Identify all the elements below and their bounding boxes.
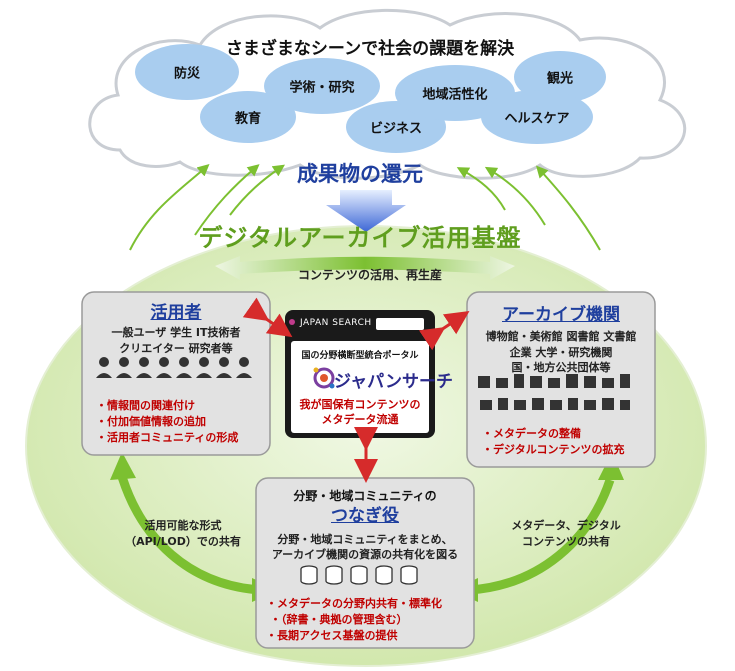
rise-arrow-1 bbox=[129, 164, 210, 251]
tsunagi-supertitle: 分野・地域コミュニティの bbox=[293, 489, 437, 503]
users-item: 付加価値情報の追加 bbox=[96, 414, 238, 430]
japan-search-name: ジャパンサーチ bbox=[334, 372, 453, 392]
archives-item: デジタルコンテンツの拡充 bbox=[482, 442, 625, 458]
right-share-label-line: コンテンツの共有 bbox=[522, 535, 610, 548]
scene-bubble bbox=[200, 91, 296, 143]
scene-bubble-label: ビジネス bbox=[369, 121, 423, 137]
reuse-ribbon-arrow bbox=[215, 256, 515, 280]
tsunagi-item: 長期アクセス基盤の提供 bbox=[266, 628, 442, 644]
return-label: 成果物の還元 bbox=[297, 162, 423, 186]
right-share-arrow bbox=[469, 478, 615, 595]
archive-item-icons bbox=[478, 374, 630, 410]
reuse-label: コンテンツの活用、再生産 bbox=[297, 268, 442, 282]
tsunagi-desc: 分野・地域コミュニティをまとめ、 アーカイブ機関の資源の共有化を図る bbox=[262, 532, 468, 562]
scene-bubble-label: ヘルスケア bbox=[504, 111, 570, 127]
archives-box bbox=[466, 291, 656, 468]
users-item: 活用者コミュニティの形成 bbox=[96, 430, 238, 446]
japan-search-desc-line: 我が国保有コンテンツの bbox=[299, 398, 421, 411]
archives-line-1: 博物館・美術館 図書館 文書館 bbox=[485, 330, 637, 343]
link-js-archives bbox=[418, 311, 470, 351]
users-line-1: 一般ユーザ 学生 IT技術者 bbox=[111, 326, 241, 339]
japan-search-brand: JAPAN SEARCH bbox=[300, 318, 372, 328]
archives-items: メタデータの整備 デジタルコンテンツの拡充 bbox=[482, 426, 625, 458]
japan-search-desc-line: メタデータ流通 bbox=[321, 413, 399, 426]
scene-bubble-label: 観光 bbox=[546, 71, 574, 87]
rise-arrow-5 bbox=[484, 166, 546, 226]
scene-bubble bbox=[135, 44, 239, 100]
scene-bubble bbox=[481, 90, 593, 144]
rise-arrow-4 bbox=[456, 167, 506, 211]
return-arrow bbox=[326, 190, 406, 232]
archives-line-2: 企業 大学・研究機関 bbox=[509, 346, 613, 359]
rise-arrow-3 bbox=[229, 164, 285, 216]
left-share-label-line: （API/LOD）での共有 bbox=[125, 535, 241, 548]
right-share-label: メタデータ、デジタル コンテンツの共有 bbox=[496, 518, 636, 550]
tsunagi-items: メタデータの分野内共有・標準化 （辞書・典拠の管理含む） 長期アクセス基盤の提供 bbox=[266, 596, 442, 644]
right-share-label-line: メタデータ、デジタル bbox=[511, 519, 621, 532]
scene-bubble-label: 防災 bbox=[173, 66, 201, 82]
rise-arrow-6 bbox=[535, 165, 601, 251]
users-line-2: クリエイター 研究者等 bbox=[119, 342, 233, 355]
database-icons bbox=[300, 565, 418, 585]
platform-title: デジタルアーカイブ活用基盤 bbox=[198, 224, 522, 252]
tsunagi-desc-line: アーカイブ機関の資源の共有化を図る bbox=[271, 548, 459, 561]
tsunagi-desc-line: 分野・地域コミュニティをまとめ、 bbox=[277, 533, 453, 546]
scene-bubble-label: 教育 bbox=[234, 111, 262, 127]
archives-title: アーカイブ機関 bbox=[502, 305, 620, 325]
tsunagi-item: （辞書・典拠の管理含む） bbox=[266, 612, 442, 628]
link-users-js bbox=[242, 297, 293, 338]
left-share-arrow bbox=[115, 468, 261, 595]
japan-search-desc: 我が国保有コンテンツの メタデータ流通 bbox=[290, 397, 430, 427]
archives-item: メタデータの整備 bbox=[482, 426, 625, 442]
scene-bubble-label: 地域活性化 bbox=[422, 87, 488, 103]
rise-arrow-2 bbox=[194, 164, 260, 236]
users-items: 情報間の関連付け 付加価値情報の追加 活用者コミュニティの形成 bbox=[96, 398, 238, 446]
japan-search-logo-icon bbox=[313, 367, 335, 389]
users-title: 活用者 bbox=[150, 303, 202, 323]
user-figure-icons bbox=[96, 357, 252, 378]
users-item: 情報間の関連付け bbox=[96, 398, 238, 414]
cloud-title: さまざまなシーンで社会の課題を解決 bbox=[225, 39, 515, 59]
tsunagi-title: つなぎ役 bbox=[331, 506, 399, 526]
tsunagi-item: メタデータの分野内共有・標準化 bbox=[266, 596, 442, 612]
scene-bubble-label: 学術・研究 bbox=[289, 80, 355, 96]
archives-line-3: 国・地方公共団体等 bbox=[511, 361, 611, 374]
scene-bubble bbox=[264, 58, 380, 114]
left-share-label: 活用可能な形式 （API/LOD）での共有 bbox=[118, 518, 248, 550]
left-share-label-line: 活用可能な形式 bbox=[144, 519, 222, 532]
japan-search-subtitle: 国の分野横断型統合ポータル bbox=[301, 351, 419, 361]
